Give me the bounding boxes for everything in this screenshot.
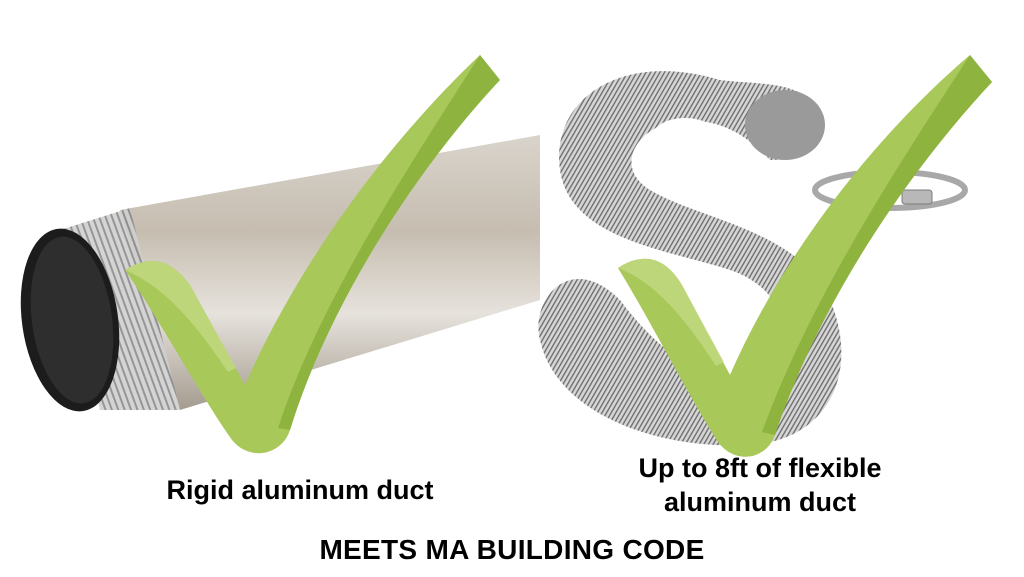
rigid-duct-caption-text: Rigid aluminum duct bbox=[166, 475, 434, 505]
flexible-duct-image bbox=[538, 55, 992, 457]
green-checkmark-icon bbox=[618, 55, 992, 457]
flexible-duct-caption: Up to 8ft of flexible aluminum duct bbox=[600, 452, 920, 520]
building-code-title: MEETS MA BUILDING CODE bbox=[319, 534, 705, 565]
rigid-duct-image bbox=[20, 55, 540, 454]
flexible-duct-panel bbox=[530, 40, 1024, 460]
rigid-duct-panel bbox=[0, 0, 540, 470]
flexible-duct-caption-line1: Up to 8ft of flexible bbox=[638, 453, 882, 483]
green-checkmark-icon bbox=[125, 55, 500, 454]
rigid-duct-caption: Rigid aluminum duct bbox=[150, 474, 450, 508]
flexible-duct-caption-line2: aluminum duct bbox=[663, 486, 856, 517]
